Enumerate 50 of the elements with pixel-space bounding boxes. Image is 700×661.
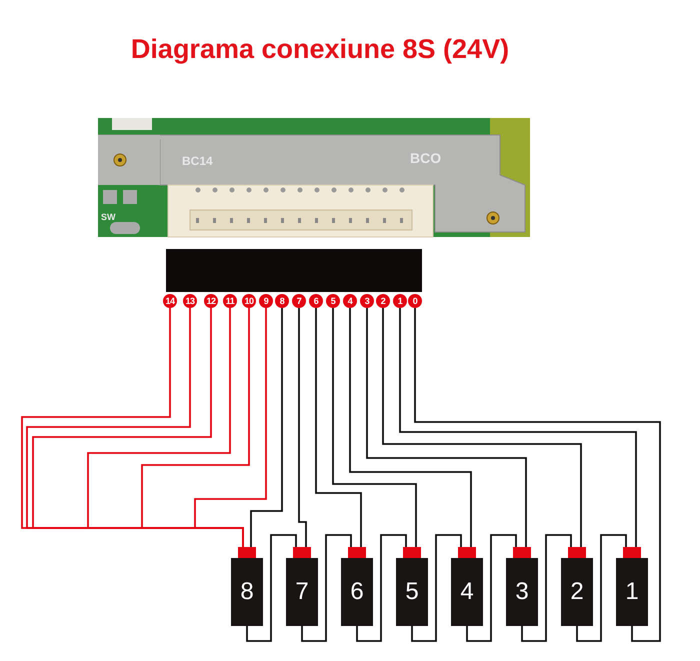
pin-number: 4 — [343, 294, 357, 308]
pin-number: 14 — [163, 294, 177, 308]
wire — [414, 308, 661, 642]
title: Diagrama conexiune 8S (24V) — [130, 34, 510, 65]
wire — [411, 534, 462, 642]
battery-cell — [396, 547, 428, 626]
wire — [298, 308, 307, 547]
pin-number: 9 — [259, 294, 273, 308]
wire — [466, 534, 517, 642]
pin-number: 0 — [408, 294, 422, 308]
pin-number: 13 — [183, 294, 197, 308]
wire — [250, 308, 283, 547]
cell-number: 6 — [350, 578, 364, 606]
wire — [332, 308, 417, 547]
wire — [366, 308, 527, 547]
pin-number: 10 — [242, 294, 256, 308]
wire — [315, 308, 362, 547]
battery-cell — [506, 547, 538, 626]
cell-number: 8 — [240, 578, 254, 606]
pin-number: 12 — [204, 294, 218, 308]
wire — [399, 308, 637, 547]
pin-number: 5 — [326, 294, 340, 308]
pin-number: 6 — [309, 294, 323, 308]
battery-cell — [231, 547, 263, 626]
wire — [382, 308, 582, 547]
wire — [301, 534, 352, 642]
cell-number: 3 — [515, 578, 529, 606]
pin-number: 11 — [223, 294, 237, 308]
wire — [576, 534, 627, 642]
cell-number: 5 — [405, 578, 419, 606]
pin-number: 8 — [275, 294, 289, 308]
pin-number: 7 — [292, 294, 306, 308]
wire — [194, 308, 267, 547]
wire — [246, 534, 297, 642]
battery-cell — [616, 547, 648, 626]
wire — [349, 308, 472, 547]
battery-cell — [286, 547, 318, 626]
pin-number: 2 — [376, 294, 390, 308]
battery-cell — [561, 547, 593, 626]
cell-number: 4 — [460, 578, 474, 606]
cell-number: 1 — [625, 578, 639, 606]
battery-cell — [341, 547, 373, 626]
cell-number: 2 — [570, 578, 584, 606]
pin-number: 3 — [360, 294, 374, 308]
cell-number: 7 — [295, 578, 309, 606]
battery-cell — [451, 547, 483, 626]
pin-number: 1 — [393, 294, 407, 308]
wire — [356, 534, 407, 642]
board-marking: SW — [101, 212, 116, 222]
wire — [521, 534, 572, 642]
